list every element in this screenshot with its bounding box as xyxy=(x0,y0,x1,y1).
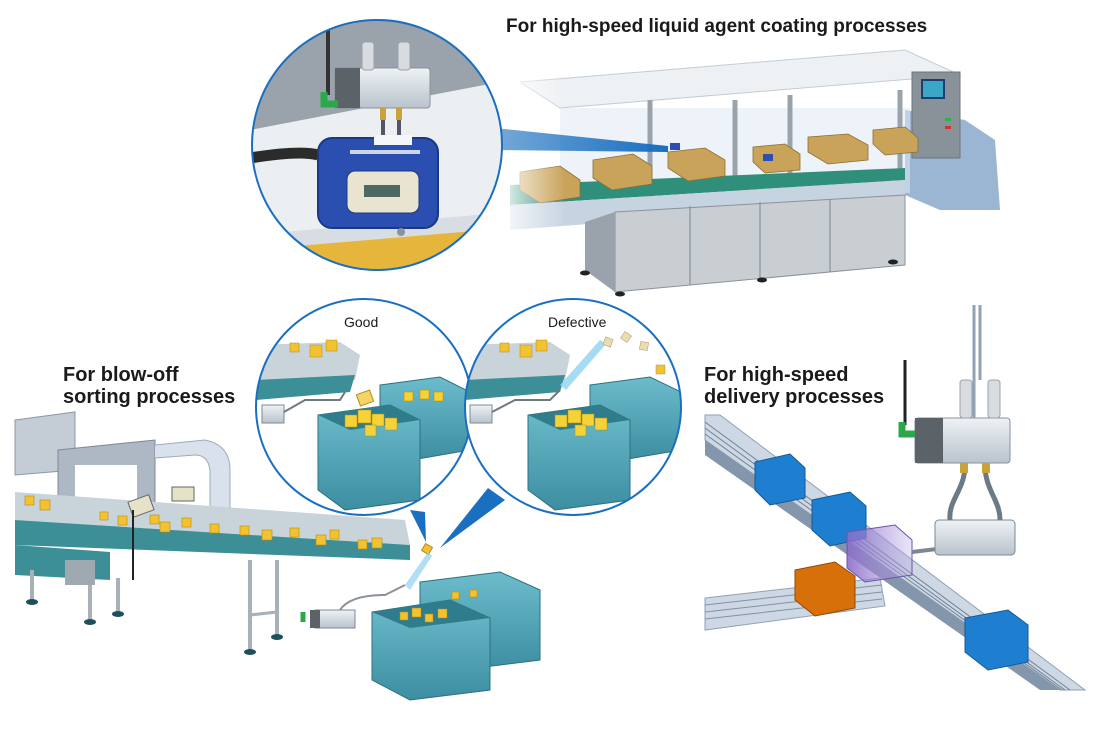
hose-right xyxy=(982,464,1003,521)
hose-left xyxy=(947,464,968,521)
machine-feet xyxy=(580,259,898,297)
defective-callout-beam xyxy=(440,488,505,548)
good-inset-label: Good xyxy=(344,314,379,330)
vision-camera-2 xyxy=(171,486,195,502)
rejected-cubes xyxy=(602,331,666,375)
defective-inset-label: Defective xyxy=(548,314,607,330)
defective-air-jet xyxy=(560,340,606,390)
coating-inset-border xyxy=(251,19,503,271)
control-box xyxy=(65,560,95,585)
air-cylinder xyxy=(934,519,1016,556)
sorting-bins xyxy=(371,571,541,701)
blowoff-conveyor xyxy=(14,411,541,701)
orange-box xyxy=(794,561,856,617)
air-nozzle-pipe xyxy=(339,584,406,611)
defective-inset-valve xyxy=(469,404,493,424)
pusher-head xyxy=(846,524,913,583)
blowoff-title-line2: sorting processes xyxy=(63,386,236,409)
good-callout-beam xyxy=(410,510,426,542)
mini-coating-sensor-1 xyxy=(670,143,680,150)
blowoff-belt-frame xyxy=(15,520,410,560)
defective-inset-border xyxy=(464,298,682,516)
coating-conveyor-belt xyxy=(510,168,905,205)
device-lcd xyxy=(364,185,400,197)
machine-base-side xyxy=(585,212,615,292)
vision-camera-1 xyxy=(127,494,155,518)
good-falling-cube xyxy=(355,389,375,407)
good-inset xyxy=(255,298,473,516)
coating-section-title: For high-speed liquid agent coating proc… xyxy=(506,16,928,37)
delivery-conveyor xyxy=(704,305,1087,691)
good-bin-cubes xyxy=(344,389,444,437)
delivery-title-line1: For high-speed xyxy=(704,364,849,386)
coating-cable xyxy=(252,147,320,164)
ejected-cube xyxy=(420,542,434,556)
defective-inset xyxy=(464,298,682,516)
mini-coating-sensor-2 xyxy=(763,154,773,161)
machine-roof xyxy=(518,49,962,109)
coating-machine xyxy=(495,49,1000,297)
blowoff-title-line1: For blow-off xyxy=(63,364,179,386)
defective-bin-cubes xyxy=(554,409,608,437)
yellow-cubes xyxy=(24,495,383,550)
delivery-section-title: For high-speed delivery processes xyxy=(704,364,884,409)
control-screen xyxy=(921,79,945,99)
delivery-title-line2: delivery processes xyxy=(704,386,885,409)
blowoff-valve xyxy=(314,609,356,629)
coating-inset xyxy=(251,19,503,271)
green-connector-icon xyxy=(320,92,338,108)
status-light-green xyxy=(945,118,951,121)
blowoff-section-title: For blow-off sorting processes xyxy=(63,364,235,409)
coating-callout-beam xyxy=(495,128,668,152)
green-connector-icon xyxy=(898,422,915,438)
blowoff-belt-top xyxy=(15,492,410,545)
good-inset-valve xyxy=(261,404,285,424)
conveyor-legs xyxy=(30,560,279,650)
air-jet xyxy=(405,552,432,590)
status-light-red xyxy=(945,126,951,129)
